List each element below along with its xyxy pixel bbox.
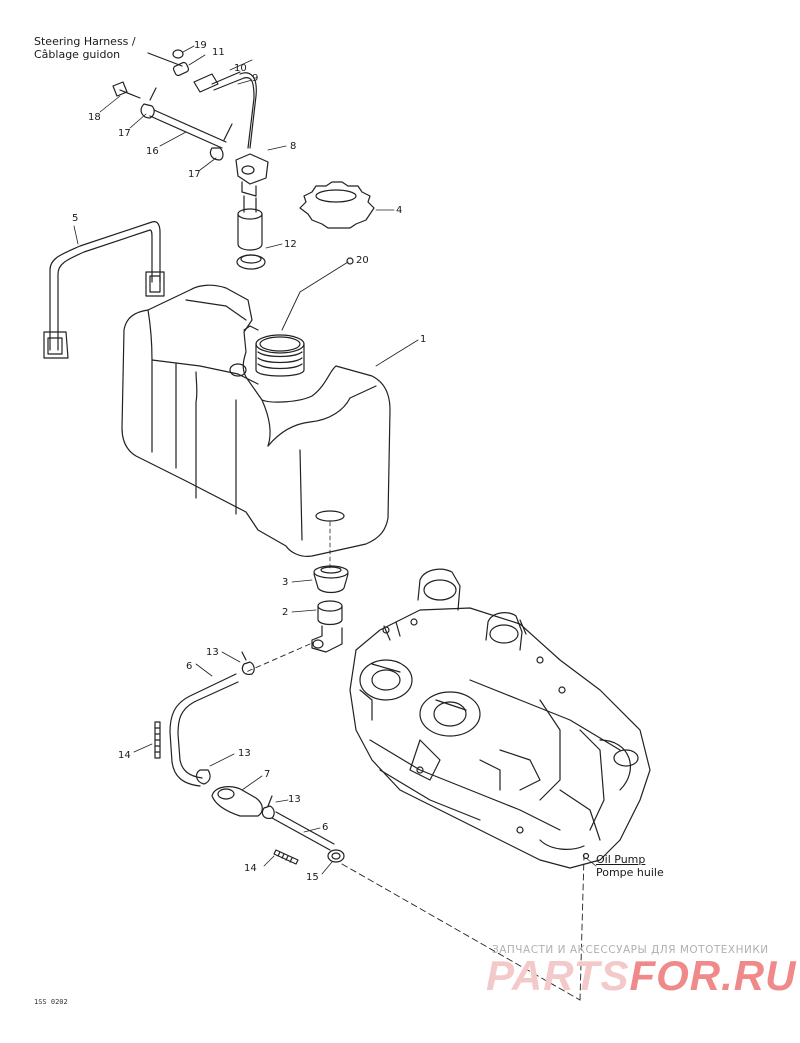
callout-19: 19 — [194, 40, 207, 51]
part-13-clamp-middle — [195, 753, 235, 785]
callout-13-middle: 13 — [238, 748, 251, 759]
part-11-connector — [172, 54, 206, 77]
part-13-clamp-upper — [221, 651, 255, 675]
filler-neck-tube — [237, 195, 263, 251]
part-2-fitting — [291, 600, 343, 626]
part-6-oil-hose-upper — [169, 663, 239, 787]
part-13-clamp-lower — [261, 795, 289, 819]
callout-1: 1 — [420, 334, 427, 345]
watermark-tagline: ЗАПЧАСТИ И АКСЕССУАРЫ ДЛЯ МОТОТЕХНИКИ — [492, 944, 769, 956]
callout-3: 3 — [282, 577, 289, 588]
part-5-tank-strap — [43, 221, 165, 359]
callout-16: 16 — [146, 146, 159, 157]
part-14-tie-upper — [133, 721, 161, 759]
steering-harness-label-fr: Câblage guidon — [34, 48, 121, 61]
part-17-clamp-top — [129, 87, 157, 129]
callout-17-lower: 17 — [188, 169, 201, 180]
part-6-oil-hose-lower — [271, 811, 335, 851]
callout-7: 7 — [264, 769, 271, 780]
part-16-vent-hose — [149, 109, 227, 149]
part-9-10-sensor — [193, 59, 257, 149]
callout-17-top: 17 — [118, 128, 131, 139]
part-7-filter — [211, 775, 263, 817]
tank-outlet-elbow — [245, 625, 343, 673]
part-15-banjo — [321, 849, 585, 1001]
drawing-code: 1SS 0202 — [34, 998, 68, 1006]
callout-12: 12 — [284, 239, 297, 250]
callout-6-lower: 6 — [322, 822, 329, 833]
part-1-oil-tank — [121, 284, 419, 571]
callout-4: 4 — [396, 205, 403, 216]
oil-pump-label-fr: Pompe huile — [596, 866, 664, 879]
part-14-tie-lower — [263, 849, 299, 867]
callout-11: 11 — [212, 47, 225, 58]
callout-6-upper: 6 — [186, 661, 193, 672]
callout-18: 18 — [88, 112, 101, 123]
engine-assembly — [349, 568, 651, 869]
part-12-gasket — [236, 243, 283, 270]
callout-8: 8 — [290, 141, 297, 152]
steering-harness-label: Steering Harness / — [34, 35, 136, 48]
callout-2: 2 — [282, 607, 289, 618]
watermark-logo-part1: PARTS — [486, 952, 630, 999]
watermark-logo-part2: FOR.RU — [629, 952, 797, 999]
part-17-clamp-lower — [199, 123, 233, 171]
callout-13-upper: 13 — [206, 647, 219, 658]
callout-20: 20 — [356, 255, 369, 266]
part-8-elbow-fitting — [235, 145, 287, 197]
part-19-clip — [172, 45, 195, 59]
oil-pump-label: Oil Pump — [596, 853, 646, 866]
part-18-vent — [99, 81, 141, 113]
harness-leader-line — [147, 52, 183, 67]
callout-13-lower: 13 — [288, 794, 301, 805]
callout-10: 10 — [234, 63, 247, 74]
callout-15: 15 — [306, 872, 319, 883]
callout-9: 9 — [252, 73, 259, 84]
part-3-grommet — [291, 565, 349, 594]
callout-14-upper: 14 — [118, 750, 131, 761]
callout-14-lower: 14 — [244, 863, 257, 874]
callout-5: 5 — [72, 213, 79, 224]
part-4-filler-cap — [299, 181, 395, 229]
watermark-logo: PARTSFOR.RU — [486, 952, 796, 1000]
part-20-leader — [281, 257, 354, 331]
